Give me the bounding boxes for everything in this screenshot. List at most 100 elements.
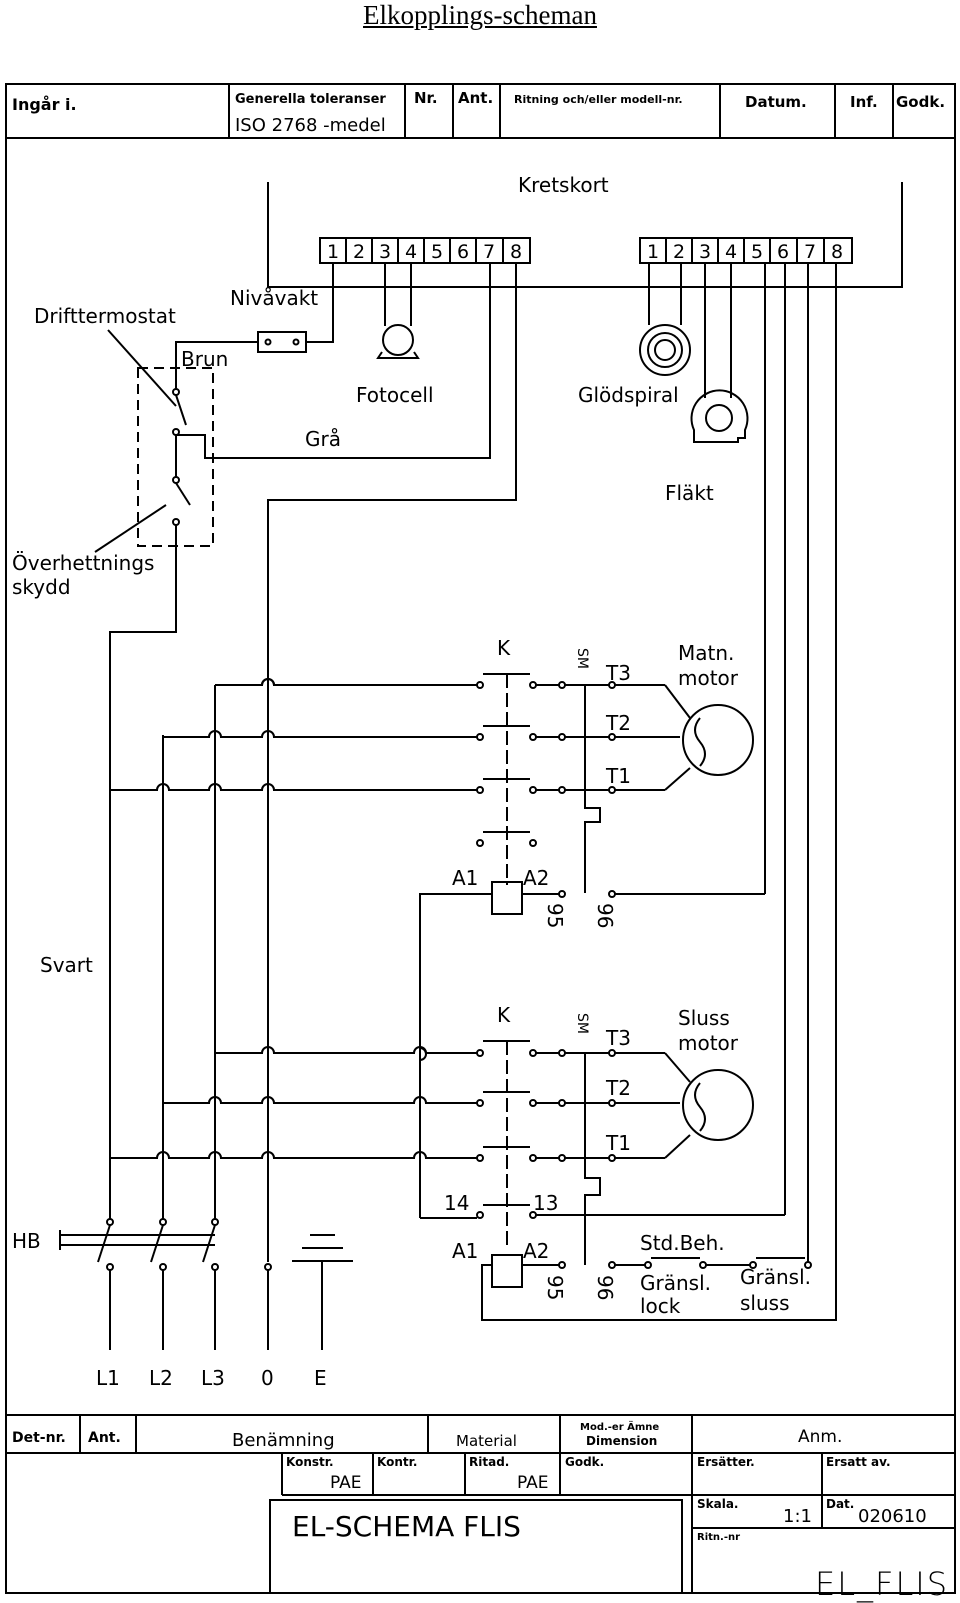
earth-symbol [292,1234,353,1350]
matn-a1-label: A1 [452,866,478,890]
kretskort-board: Kretskort [267,173,903,288]
matn-motor-section: K SM T3 T2 T1 Matn. motor A1 A2 95 96 [110,263,766,1218]
terminal-8-wire [267,263,517,1262]
sluss-a1-label: A1 [452,1239,478,1263]
gransl-lock-label-2: lock [640,1294,681,1318]
sluss-t2-label: T2 [605,1076,631,1100]
matn-sm-label: SM [574,648,590,669]
tl-2: 2 [353,241,365,263]
overhettning-label-2: skydd [12,575,71,599]
matn-k-label: K [497,636,511,660]
tb-ritad-label: Ritad. [469,1455,509,1469]
tl-5: 5 [431,241,443,263]
tl-7: 7 [483,241,495,263]
sluss-k-label: K [497,1003,511,1027]
flakt: Fläkt [665,263,749,505]
main-switch-hb: HB [12,1218,272,1350]
tb-benamning: Benämning [232,1430,335,1451]
tb-ant: Ant. [88,1430,121,1446]
header-labels: Ingår i. Generella toleranser ISO 2768 -… [12,89,945,136]
matn-95-label: 95 [543,903,567,928]
tb-detnr: Det-nr. [12,1430,66,1446]
tb-konstr-label: Konstr. [286,1455,334,1469]
matn-t3-label: T3 [605,661,631,685]
tr-8: 8 [831,241,843,263]
std-beh-label: Std.Beh. [640,1231,725,1255]
sheet-name: EL-SCHEMA FLIS [292,1510,521,1543]
matn-96-label: 96 [593,903,617,928]
terminal-block-right: 1 2 3 4 5 6 7 8 [639,237,853,264]
header-ritning: Ritning och/eller modell-nr. [514,93,683,106]
matn-t2-label: T2 [605,711,631,735]
header-toleranser-2: ISO 2768 -medel [235,115,386,136]
terminal-block-left: 1 2 3 4 5 6 7 8 [319,237,531,264]
tl-3: 3 [379,241,391,263]
tl-1: 1 [327,241,339,263]
sluss-a2-label: A2 [523,1239,549,1263]
thermostat-group: Drifttermostat Brun Grå Överhettnings sk… [12,263,491,1220]
tb-dat-value: 020610 [858,1506,927,1527]
supply-l2: L2 [149,1366,173,1390]
title-block-labels: Det-nr. Ant. Benämning Material Mod.-er … [12,1419,927,1543]
supply-labels: L1 L2 L3 0 E [96,1366,327,1390]
sluss-14-label: 14 [444,1191,469,1215]
header-godk: Godk. [896,93,945,111]
supply-bus [162,685,216,1220]
flakt-label: Fläkt [665,481,714,505]
tr-6: 6 [777,241,789,263]
sluss-motor-label-1: Sluss [678,1006,730,1030]
tr-3: 3 [699,241,711,263]
drifttermostat-label: Drifttermostat [34,304,176,328]
sluss-motor-label-2: motor [678,1031,739,1055]
svart-label: Svart [40,953,93,977]
tb-konstr-value: PAE [330,1473,362,1493]
sluss-95-label: 95 [543,1275,567,1300]
tr-1: 1 [647,241,659,263]
tb-kontr: Kontr. [377,1455,417,1469]
sluss-sm-label: SM [574,1013,590,1034]
tb-ritad-value: PAE [517,1473,549,1493]
header-ant: Ant. [458,89,493,107]
nivavakt-label: Nivåvakt [230,286,318,310]
tr-4: 4 [725,241,737,263]
gransl-lock-label-1: Gränsl. [640,1271,711,1295]
title-block [6,1414,955,1594]
tr-2: 2 [673,241,685,263]
supply-l3: L3 [201,1366,225,1390]
tb-skala-label: Skala. [697,1497,739,1511]
sluss-t1-label: T1 [605,1131,631,1155]
tb-ersatt-av: Ersatt av. [826,1455,891,1469]
sluss-t3-label: T3 [605,1026,631,1050]
supply-l1: L1 [96,1366,120,1390]
sluss-13-label: 13 [533,1191,558,1215]
tb-dimension-2: Dimension [586,1434,657,1448]
header-toleranser-1: Generella toleranser [235,92,386,107]
tb-material: Material [456,1432,517,1450]
matn-a2-label: A2 [523,866,549,890]
glodspiral-label: Glödspiral [578,383,679,407]
supply-e: E [314,1366,327,1390]
tr-7: 7 [804,241,816,263]
sluss-motor-section: K SM T3 T2 T1 Sluss motor 14 13 A1 A2 95… [110,263,837,1321]
gransl-sluss-label-1: Gränsl. [740,1265,811,1289]
tb-dat-label: Dat. [826,1497,854,1511]
tb-ritnr-label: Ritn.-nr [697,1532,740,1543]
tb-ersatter: Ersätter. [697,1455,755,1469]
brun-label: Brun [181,347,228,371]
tr-5: 5 [751,241,763,263]
drawing-id: EL_FLIS [815,1565,950,1603]
fotocell: Fotocell [356,263,434,407]
tb-godk: Godk. [565,1455,604,1469]
overhettning-label-1: Överhettnings [12,551,154,575]
fotocell-label: Fotocell [356,383,434,407]
tb-anm: Anm. [798,1427,842,1447]
tb-dimension-1: Mod.-er Ämne [580,1419,659,1433]
page-title: Elkopplings-scheman [363,0,597,30]
header-ingar: Ingår i. [12,95,77,114]
header-nr: Nr. [414,89,438,107]
matn-motor-label-1: Matn. [678,641,734,665]
kretskort-label: Kretskort [518,173,609,197]
supply-0: 0 [261,1366,274,1390]
matn-motor-label-2: motor [678,666,739,690]
